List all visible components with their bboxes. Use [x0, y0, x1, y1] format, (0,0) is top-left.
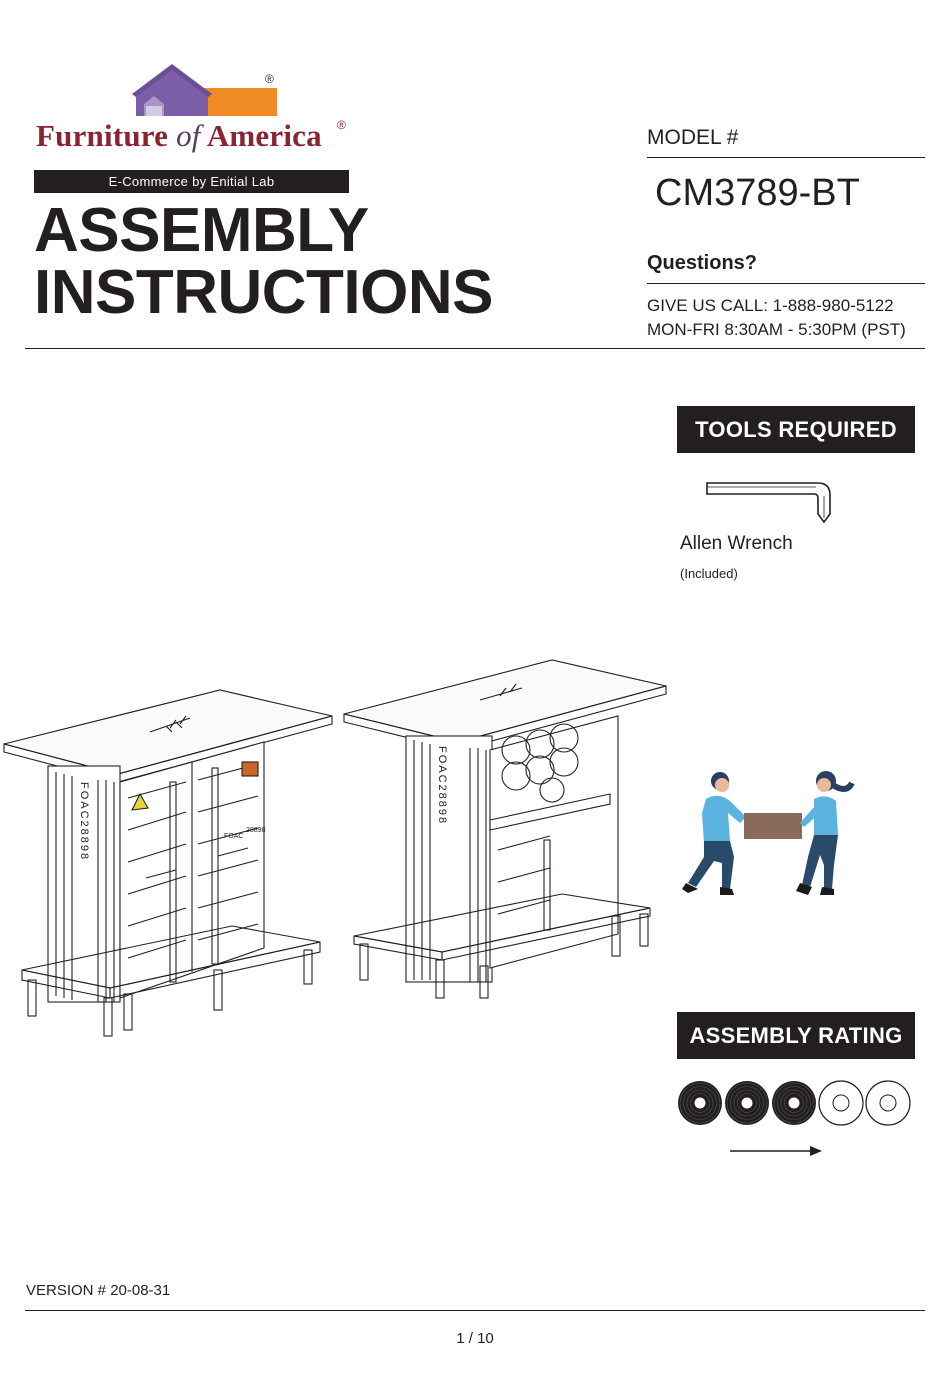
- bar-table-back-illustration: FOAC28898: [340, 650, 670, 1010]
- title-line-1: ASSEMBLY: [34, 200, 493, 262]
- allen-wrench-label: Allen Wrench: [680, 533, 793, 555]
- allen-wrench-note: (Included): [680, 566, 738, 581]
- allen-wrench-icon: [700, 478, 840, 528]
- brand-registered-mark: ®: [337, 118, 346, 132]
- container-door-plate: FOAC: [224, 833, 243, 840]
- ecommerce-bar: E-Commerce by Enitial Lab: [34, 170, 349, 193]
- two-person-assembly-icon: [676, 765, 862, 905]
- rating-circle-empty: [866, 1081, 910, 1125]
- tools-required-header: TOOLS REQUIRED: [677, 406, 915, 453]
- rating-center: [788, 1097, 800, 1109]
- model-divider: [647, 157, 925, 158]
- container-code-vertical-back: FOAC28898: [436, 746, 448, 825]
- house-logo-icon: [34, 60, 354, 120]
- container-code-vertical: FOAC28898: [78, 782, 90, 861]
- model-label: MODEL #: [647, 126, 738, 150]
- questions-divider: [647, 283, 925, 284]
- model-number: CM3789-BT: [655, 172, 860, 215]
- assembly-rating-header: ASSEMBLY RATING: [677, 1012, 915, 1059]
- title-line-2: INSTRUCTIONS: [34, 262, 493, 324]
- page-number: 1 / 10: [0, 1330, 950, 1347]
- rating-circles: [678, 1081, 910, 1125]
- rating-center: [741, 1097, 753, 1109]
- brand-name: Furniture of America: [36, 118, 322, 154]
- assembly-rating-scale: [676, 1078, 916, 1128]
- rating-circle-empty: [819, 1081, 863, 1125]
- footer-divider: [25, 1310, 925, 1311]
- version-label: VERSION # 20-08-31: [26, 1282, 170, 1299]
- container-door-number: 28898: [246, 827, 266, 834]
- header-divider: [25, 348, 925, 349]
- page-title: ASSEMBLY INSTRUCTIONS: [34, 200, 493, 324]
- contact-phone: GIVE US CALL: 1-888-980-5122: [647, 294, 906, 318]
- arrow-right-icon: [730, 1144, 826, 1158]
- rating-center: [694, 1097, 706, 1109]
- questions-heading: Questions?: [647, 252, 757, 275]
- logo-registered-mark: ®: [265, 72, 274, 86]
- contact-hours: MON-FRI 8:30AM - 5:30PM (PST): [647, 318, 906, 342]
- contact-info: GIVE US CALL: 1-888-980-5122 MON-FRI 8:3…: [647, 294, 906, 342]
- bar-table-front-illustration: FOAC28898 FOAC 28898: [0, 680, 340, 1040]
